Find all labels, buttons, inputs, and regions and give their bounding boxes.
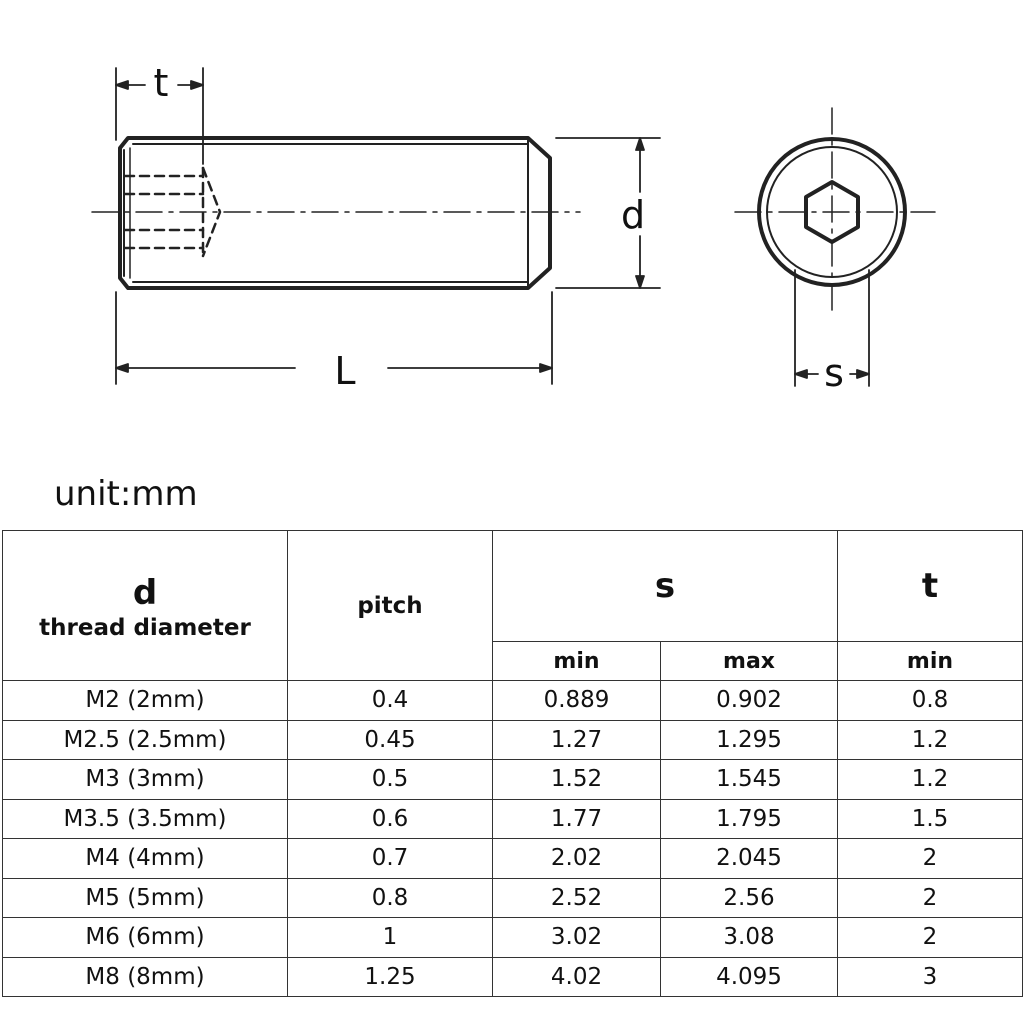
header-s-min: min (492, 641, 661, 681)
cell-pitch: 0.5 (287, 759, 493, 800)
cell-s-min: 1.27 (492, 719, 661, 760)
table-row: M2 (2mm) 0.4 0.889 0.902 0.8 (2, 680, 1023, 721)
header-t: t (837, 530, 1023, 642)
cell-s-min: 1.77 (492, 798, 661, 839)
header-s: s (492, 530, 838, 642)
cell-t-min: 3 (837, 956, 1023, 997)
header-s-max: max (660, 641, 838, 681)
set-screw-drawing: t d L s (91, 61, 936, 395)
header-pitch: pitch (287, 530, 493, 681)
label-t: t (154, 61, 169, 105)
cell-s-min: 1.52 (492, 759, 661, 800)
cell-s-max: 0.902 (660, 680, 838, 721)
dimension-t (115, 67, 204, 165)
table-row: M3 (3mm) 0.5 1.52 1.545 1.2 (2, 759, 1023, 800)
cell-d: M3 (3mm) (2, 759, 288, 800)
header-t-min: min (837, 641, 1023, 681)
cell-d: M3.5 (3.5mm) (2, 798, 288, 839)
table-row: M4 (4mm) 0.7 2.02 2.045 2 (2, 838, 1023, 879)
label-d: d (621, 193, 645, 237)
cell-pitch: 1 (287, 917, 493, 958)
spec-table: d thread diameter pitch s t min max min … (2, 530, 1023, 997)
dimension-L (115, 291, 553, 385)
cell-t-min: 2 (837, 917, 1023, 958)
cell-t-min: 2 (837, 838, 1023, 879)
cell-t-min: 1.2 (837, 759, 1023, 800)
cell-s-max: 1.795 (660, 798, 838, 839)
cell-s-min: 3.02 (492, 917, 661, 958)
cell-t-min: 2 (837, 877, 1023, 918)
cell-s-max: 2.56 (660, 877, 838, 918)
table-row: M8 (8mm) 1.25 4.02 4.095 3 (2, 956, 1023, 997)
screw-side-view (91, 136, 581, 290)
table-row: M5 (5mm) 0.8 2.52 2.56 2 (2, 877, 1023, 918)
table-row: M2.5 (2.5mm) 0.45 1.27 1.295 1.2 (2, 719, 1023, 760)
cell-pitch: 0.8 (287, 877, 493, 918)
cell-s-max: 1.545 (660, 759, 838, 800)
dimension-d (555, 137, 661, 289)
label-s: s (824, 351, 844, 395)
cell-s-min: 0.889 (492, 680, 661, 721)
cell-s-min: 4.02 (492, 956, 661, 997)
cell-s-max: 2.045 (660, 838, 838, 879)
cell-pitch: 0.45 (287, 719, 493, 760)
header-d: d thread diameter (2, 530, 288, 681)
table-row: M3.5 (3.5mm) 0.6 1.77 1.795 1.5 (2, 798, 1023, 839)
cell-d: M6 (6mm) (2, 917, 288, 958)
cell-d: M2.5 (2.5mm) (2, 719, 288, 760)
cell-pitch: 0.7 (287, 838, 493, 879)
header-d-desc: thread diameter (39, 614, 251, 641)
cell-d: M5 (5mm) (2, 877, 288, 918)
cell-s-min: 2.02 (492, 838, 661, 879)
header-pitch-label: pitch (357, 592, 423, 619)
cell-d: M4 (4mm) (2, 838, 288, 879)
header-s-label: s (654, 566, 676, 606)
dimension-s (794, 269, 870, 387)
table-row: M6 (6mm) 1 3.02 3.08 2 (2, 917, 1023, 958)
cell-t-min: 1.2 (837, 719, 1023, 760)
cell-s-max: 1.295 (660, 719, 838, 760)
cell-t-min: 1.5 (837, 798, 1023, 839)
cell-pitch: 0.6 (287, 798, 493, 839)
cell-s-min: 2.52 (492, 877, 661, 918)
screw-end-view (734, 107, 936, 316)
label-L: L (334, 349, 355, 393)
cell-s-max: 4.095 (660, 956, 838, 997)
cell-s-max: 3.08 (660, 917, 838, 958)
cell-t-min: 0.8 (837, 680, 1023, 721)
cell-d: M8 (8mm) (2, 956, 288, 997)
header-d-symbol: d (132, 572, 158, 613)
header-t-label: t (921, 566, 939, 606)
cell-d: M2 (2mm) (2, 680, 288, 721)
cell-pitch: 0.4 (287, 680, 493, 721)
unit-label: unit:mm (54, 474, 198, 514)
cell-pitch: 1.25 (287, 956, 493, 997)
